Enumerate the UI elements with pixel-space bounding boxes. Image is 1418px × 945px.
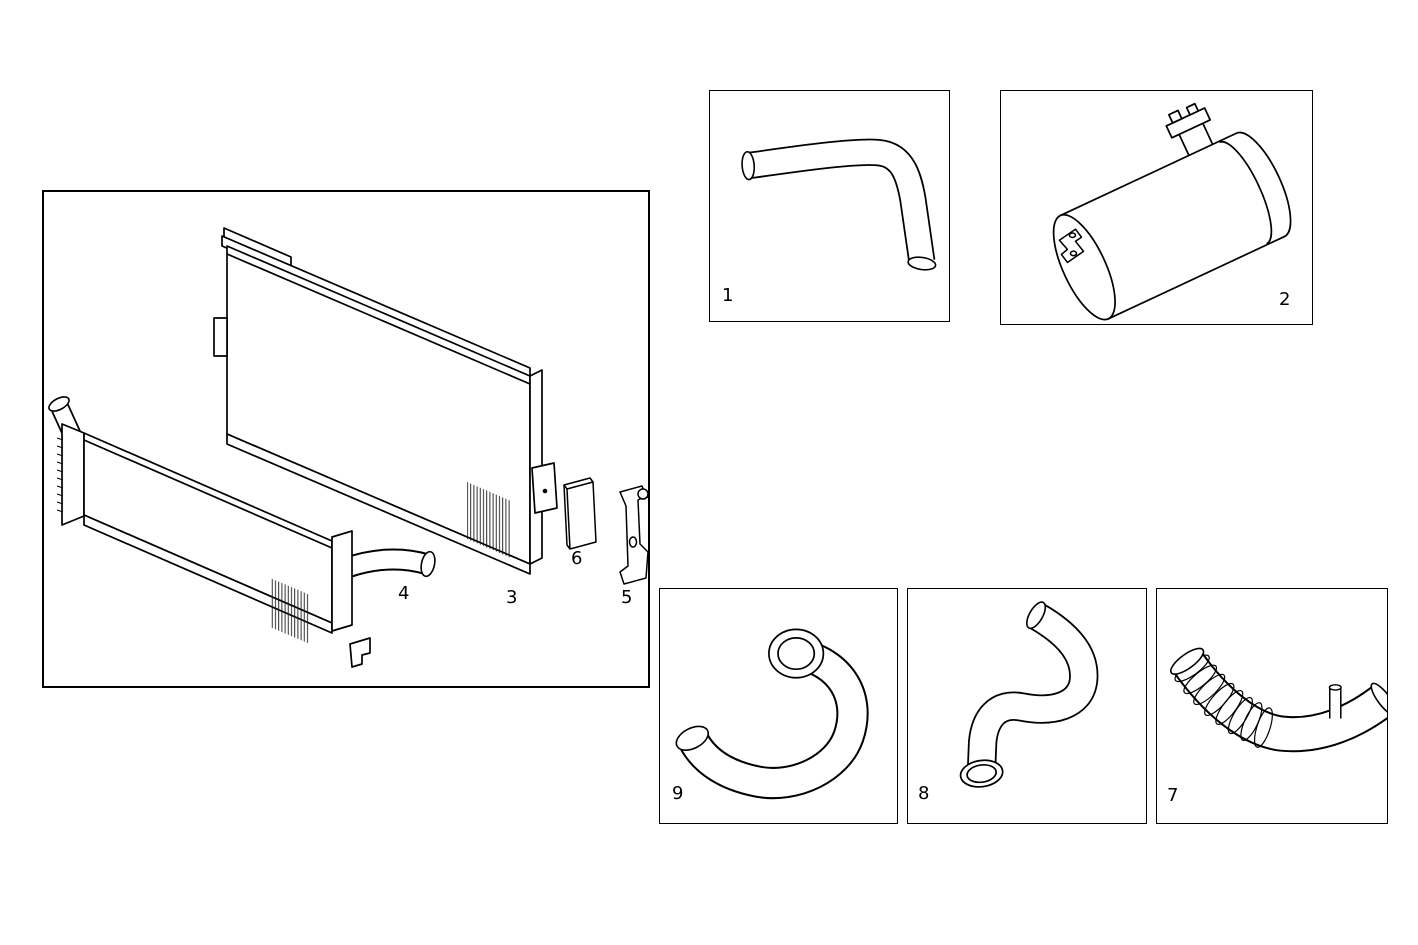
intercooler-with-end-pipes-icon: [48, 396, 436, 668]
part-number-9[interactable]: 9: [672, 783, 684, 804]
canister-muffler-icon: [1052, 102, 1292, 321]
mounting-bracket-with-screw-icon: [619, 485, 648, 585]
part-number-1[interactable]: 1: [722, 285, 734, 306]
part-number-8[interactable]: 8: [918, 783, 930, 804]
curved-hose-ring-end-icon: [675, 628, 869, 800]
panel-part-8[interactable]: 8: [907, 588, 1147, 824]
spacer-plate-icon: [563, 477, 597, 550]
part-number-5[interactable]: 5: [621, 587, 633, 608]
bent-hose-icon: [741, 138, 937, 271]
s-bend-hose-icon: [959, 601, 1099, 788]
part-number-6[interactable]: 6: [571, 548, 583, 569]
main-assembly-illustration: [48, 227, 648, 668]
part-number-7[interactable]: 7: [1167, 785, 1179, 806]
radiator-core-icon: [213, 227, 558, 575]
part-number-4[interactable]: 4: [398, 583, 410, 604]
panel-part-2[interactable]: 2: [1000, 90, 1313, 325]
panel-main-assembly[interactable]: 4 3 6 5: [42, 190, 650, 688]
hanger-bracket-icon: [1058, 228, 1085, 264]
part-number-2[interactable]: 2: [1279, 289, 1291, 310]
corrugation-ribs: [1174, 654, 1273, 748]
panel-part-7[interactable]: 7: [1156, 588, 1388, 824]
part-number-3[interactable]: 3: [506, 587, 518, 608]
hose-port-icon: [1328, 684, 1342, 720]
panel-part-9[interactable]: 9: [659, 588, 898, 824]
corrugated-hose-icon: [1169, 647, 1387, 753]
panel-part-1[interactable]: 1: [709, 90, 950, 322]
